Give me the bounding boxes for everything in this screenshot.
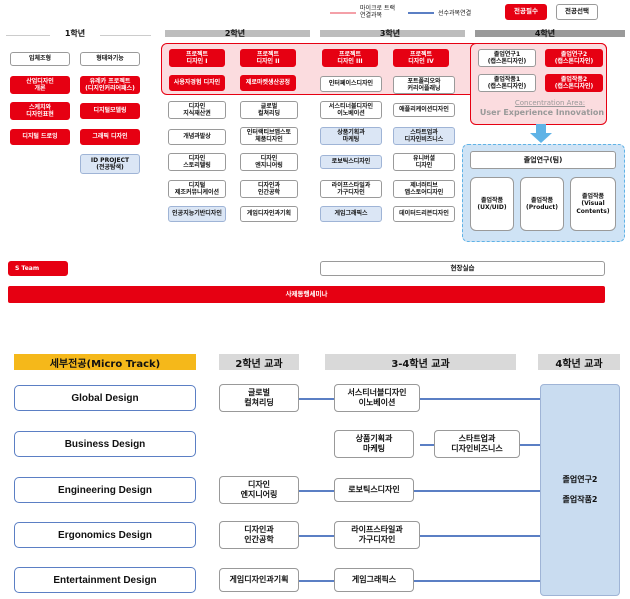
- track-engineering: Engineering Design: [14, 477, 196, 503]
- course-box: 디자인 스토리텔링: [168, 153, 226, 171]
- course-box: 프로젝트 디자인 IV: [393, 49, 449, 67]
- course-box: 스케치와 디자인표현: [10, 102, 70, 120]
- course-box: 졸업작품2 (캡스톤디자인): [545, 74, 603, 92]
- course-box: 데이터드리븐디자인: [393, 206, 455, 222]
- track-ergonomics: Ergonomics Design: [14, 522, 196, 548]
- legend-elective: 전공선택: [556, 4, 598, 20]
- course-box: 그래픽 디자인: [80, 129, 140, 145]
- track-entertainment: Entertainment Design: [14, 567, 196, 593]
- course-box: 프로젝트 디자인 II: [240, 49, 296, 67]
- course-box: 라이프스타일과 가구디자인: [320, 180, 382, 198]
- micro-col34-header: 3-4학년 교과: [325, 354, 516, 370]
- course-box: 졸업연구2 (캡스톤디자인): [545, 49, 603, 67]
- course-box: 제로마켓생산공정: [240, 75, 296, 91]
- track-line-entertainment: [299, 580, 540, 582]
- year3-header: 3학년: [379, 28, 401, 38]
- legend-micro-track: 마이크로 트랙 연결과목: [360, 5, 396, 20]
- course-box: 졸업작품1 (캡스톤디자인): [478, 74, 536, 92]
- course-box: 게임그래픽스: [320, 206, 382, 222]
- s-team-bar: S Team: [8, 261, 68, 276]
- micro-course: 글로벌 컬쳐리딩: [219, 384, 299, 412]
- seminar-bar: 사제동행세미나: [8, 286, 605, 303]
- micro-course: 상품기획과 마케팅: [334, 430, 414, 458]
- micro-course: 디자인 엔지니어링: [219, 476, 299, 504]
- course-box: 디자인 엔지니어링: [240, 153, 298, 171]
- legend-pink-line: [330, 12, 356, 14]
- course-box: 입체조형: [10, 52, 70, 66]
- arrow-down-icon: [530, 124, 552, 143]
- course-box: 디지털 드로잉: [10, 129, 70, 145]
- course-box: 애플리케이션디자인: [393, 103, 455, 117]
- micro-col2-header: 2학년 교과: [219, 354, 299, 370]
- graduation-work: 졸업작품 (UX/UID): [470, 177, 514, 231]
- graduation-research-team: 졸업연구(팀): [470, 151, 616, 169]
- course-box: 인공지능기반디자인: [168, 206, 226, 222]
- course-box: 산업디자인 개론: [10, 76, 70, 94]
- course-box: 게임디자인과기획: [240, 206, 298, 222]
- micro-col4-header: 4학년 교과: [538, 354, 620, 370]
- course-box: 상품기획과 마케팅: [320, 127, 382, 145]
- year3-bar: [320, 30, 465, 37]
- course-box: 스타트업과 디자인비즈니스: [393, 127, 455, 145]
- year4-bar: [475, 30, 625, 37]
- course-box: ID PROJECT (전공탐색): [80, 154, 140, 174]
- legend-blue-line: [408, 12, 434, 14]
- course-box: 사용자경험 디자인: [169, 75, 225, 91]
- micro-course: 디자인과 인간공학: [219, 521, 299, 549]
- course-box: 유레카 프로젝트 (디지인커리어패스): [80, 76, 140, 94]
- course-box: 디자인 지식재산권: [168, 101, 226, 119]
- year2-header: 2학년: [224, 28, 246, 38]
- course-box: 포트폴리오와 커리어플래닝: [393, 76, 455, 94]
- track-global: Global Design: [14, 385, 196, 411]
- internship-bar: 현장실습: [320, 261, 605, 276]
- course-box: 졸업연구1 (캡스톤디자인): [478, 49, 536, 67]
- year1-header: 1학년: [50, 26, 100, 40]
- course-box: 글로벌 컬쳐리딩: [240, 101, 298, 119]
- year4-header: 4학년: [534, 28, 556, 38]
- course-box: 인터페이스디자인: [320, 76, 382, 92]
- course-box: 개념과발상: [168, 129, 226, 145]
- course-box: 디지털모델링: [80, 103, 140, 119]
- concentration-title: Concentration Area:: [514, 99, 586, 107]
- year2-bar: [165, 30, 310, 37]
- course-box: 프로젝트 디자인 III: [322, 49, 378, 67]
- micro-final-capstone: 졸업연구2 졸업작품2: [540, 384, 620, 596]
- concentration-name: User Experience Innovation: [479, 108, 605, 117]
- track-line-engineering: [299, 490, 540, 492]
- course-box: 인터랙티브앱스토 체품디자인: [240, 127, 298, 145]
- course-box: 제너러티브 앱스토어디자인: [393, 180, 455, 198]
- track-business: Business Design: [14, 431, 196, 457]
- course-box: 형태와기능: [80, 52, 140, 66]
- legend-required: 전공필수: [505, 4, 547, 20]
- course-box: 로보틱스디자인: [320, 155, 382, 169]
- micro-course: 스타트업과 디자인비즈니스: [434, 430, 520, 458]
- micro-course: 서스티너블디자인 이노베이션: [334, 384, 420, 412]
- micro-track-header: 세부전공(Micro Track): [14, 354, 196, 370]
- micro-course: 로보틱스디자인: [334, 478, 414, 502]
- graduation-work: 졸업작품 (Product): [520, 177, 564, 231]
- micro-course: 라이프스타일과 가구디자인: [334, 521, 420, 549]
- course-box: 유니버셜 디자인: [393, 153, 455, 171]
- micro-course: 게임그래픽스: [334, 568, 414, 592]
- course-box: 디지털 제조커뮤니케이션: [168, 180, 226, 198]
- graduation-work: 졸업작품 (Visual Contents): [570, 177, 616, 231]
- course-box: 디자인과 인간공학: [240, 180, 298, 198]
- micro-course: 게임디자인과기획: [219, 568, 299, 592]
- course-box: 서스티너블디자인 이노베이션: [320, 101, 382, 119]
- course-box: 프로젝트 디자인 I: [169, 49, 225, 67]
- legend-prerequisite: 선수과목연결: [438, 10, 472, 17]
